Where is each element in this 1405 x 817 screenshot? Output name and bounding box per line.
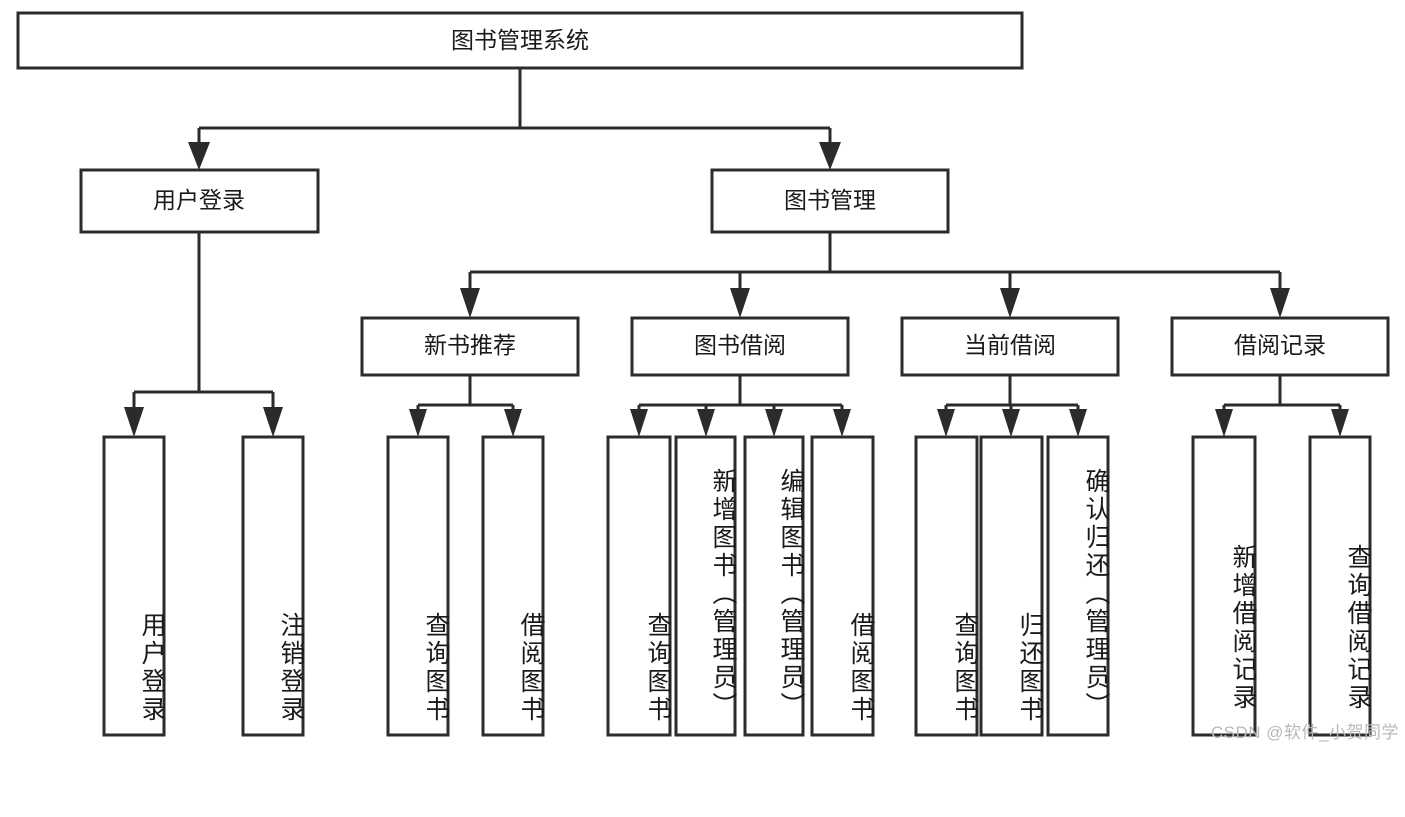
node-book-borrow[interactable]: 图书借阅 [630,316,850,377]
leaf-box-query-book-newbook[interactable] [386,435,450,737]
arrowhead-book-manage [819,142,841,170]
arrowhead-leaf-user-login [124,407,144,437]
leaf-box-add-book[interactable] [674,435,737,737]
node-user-login[interactable]: 用户登录 [79,168,320,234]
leaf-box-borrow-book[interactable] [810,435,875,737]
node-root[interactable]: 图书管理系统 [16,11,1024,70]
arrowhead-leaf-query-record [1331,409,1349,437]
leaf-box-add-record[interactable] [1191,435,1257,737]
node-book-management-box[interactable] [710,168,950,234]
arrowhead-leaf-query-book-3 [937,409,955,437]
leaf-box-query-book-borrow[interactable] [606,435,672,737]
arrowhead-current [1000,288,1020,318]
node-root-label: 图书管理系统 [451,27,589,53]
leaf-box-query-record[interactable] [1308,435,1372,737]
node-book-management-label: 图书管理 [784,187,876,213]
leaf-boxes-group [102,435,1372,737]
node-current-borrow-label: 当前借阅 [964,332,1056,358]
arrowhead-leaf-return-book [1002,409,1020,437]
node-new-book-recommend-box[interactable] [360,316,580,377]
node-new-book-recommend[interactable]: 新书推荐 [360,316,580,377]
node-borrow-record[interactable]: 借阅记录 [1170,316,1390,377]
arrowhead-leaf-confirm-return [1069,409,1087,437]
leaf-box-return-book[interactable] [979,435,1044,737]
arrowhead-leaf-add-record [1215,409,1233,437]
edges-group [124,68,1349,437]
flowchart-svg: 图书管理系统 用户登录 图书管理 新书推荐 图书借阅 当前借阅 借阅记录 [16,11,1390,737]
arrowhead-newbook [460,288,480,318]
node-book-management[interactable]: 图书管理 [710,168,950,234]
leaf-box-confirm-return[interactable] [1046,435,1110,737]
node-user-login-label: 用户登录 [153,187,245,213]
node-borrow-record-box[interactable] [1170,316,1390,377]
arrowhead-leaf-borrow-book-1 [504,409,522,437]
arrowhead-user-login [188,142,210,170]
arrowhead-leaf-logout [263,407,283,437]
node-root-box[interactable] [16,11,1024,70]
arrowhead-leaf-add-book [697,409,715,437]
leaf-box-borrow-book-newbook[interactable] [481,435,545,737]
arrowhead-record [1270,288,1290,318]
arrowhead-leaf-query-book-1 [409,409,427,437]
node-book-borrow-label: 图书借阅 [694,332,786,358]
leaf-box-logout[interactable] [241,435,305,737]
arrowhead-borrow [730,288,750,318]
node-user-login-box[interactable] [79,168,320,234]
node-book-borrow-box[interactable] [630,316,850,377]
arrowhead-leaf-borrow-book-2 [833,409,851,437]
leaf-box-user-login[interactable] [102,435,166,737]
node-current-borrow-box[interactable] [900,316,1120,377]
node-new-book-recommend-label: 新书推荐 [424,332,516,358]
arrowhead-leaf-query-book-2 [630,409,648,437]
leaf-box-query-book-current[interactable] [914,435,979,737]
leaf-box-edit-book[interactable] [743,435,805,737]
node-current-borrow[interactable]: 当前借阅 [900,316,1120,377]
arrowhead-leaf-edit-book [765,409,783,437]
node-borrow-record-label: 借阅记录 [1234,332,1326,358]
diagram-canvas: 图书管理系统 用户登录 图书管理 新书推荐 图书借阅 当前借阅 借阅记录 [16,11,1399,742]
